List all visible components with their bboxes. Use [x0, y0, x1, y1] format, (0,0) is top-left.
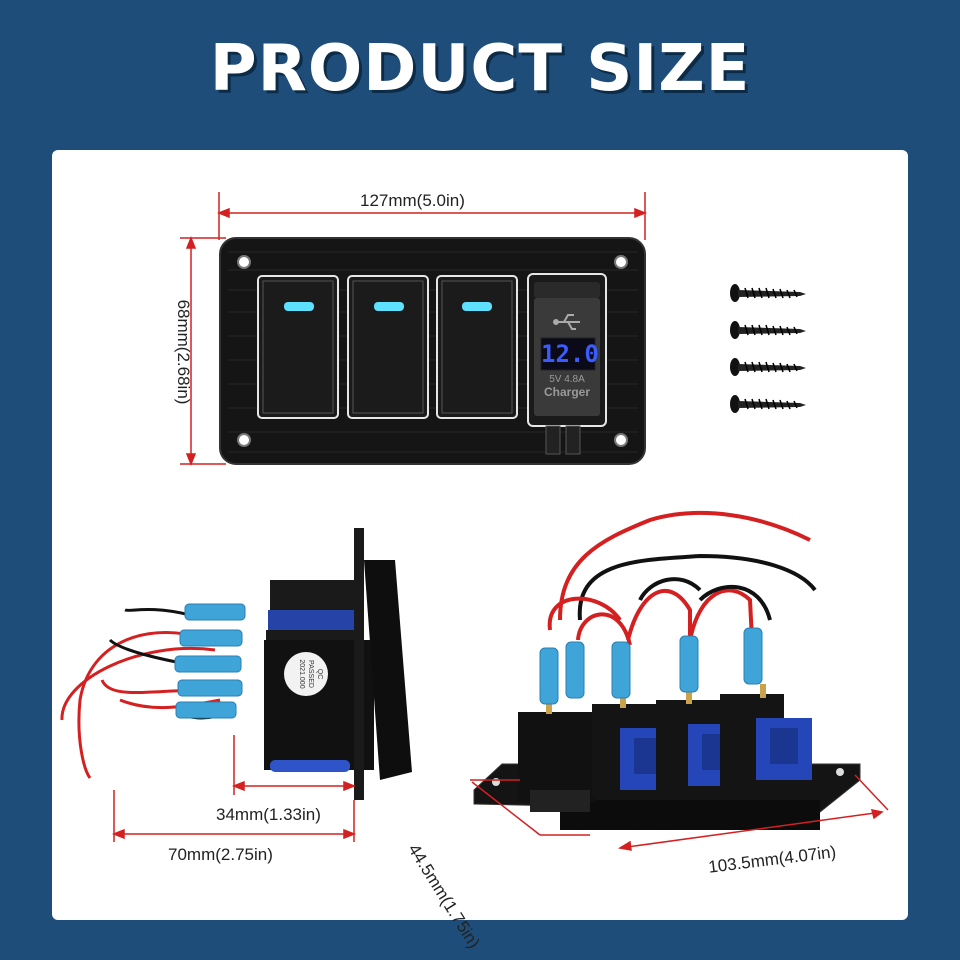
- usb-icon: [553, 314, 580, 330]
- side-panel-plate: [354, 528, 412, 800]
- screw-1: [730, 284, 806, 302]
- usb-charger-label: Charger: [543, 385, 590, 399]
- side-total-depth-label: 70mm(2.75in): [168, 845, 273, 864]
- rocker-switch-3[interactable]: [436, 275, 518, 419]
- switch-led: [374, 302, 404, 311]
- voltage-readout: 12.0: [541, 340, 599, 368]
- usb-rating-label: 5V 4.8A: [549, 374, 585, 385]
- panel-width-label: 127mm(5.0in): [360, 191, 465, 210]
- qc-sticker: [284, 652, 328, 696]
- side-total-dimension: [111, 790, 357, 842]
- usb-charger-module: [527, 273, 607, 455]
- rear-usb-module: [518, 712, 596, 802]
- base-width-dimension: [617, 774, 889, 851]
- screw-4: [730, 395, 806, 413]
- rear-wires: [547, 510, 817, 650]
- side-connectors: [174, 603, 246, 719]
- page-title: PRODUCT SIZE: [209, 32, 751, 106]
- rocker-switch-2[interactable]: [347, 275, 429, 419]
- base-depth-dimension: [470, 779, 590, 836]
- switch-led: [284, 302, 314, 311]
- side-short-dimension: [231, 735, 357, 795]
- side-short-depth-label: 34mm(1.33in): [216, 805, 321, 824]
- rocker-switch-1[interactable]: [257, 275, 339, 419]
- voltage-display: [540, 337, 596, 371]
- rear-switch-3: [720, 694, 812, 786]
- mounting-holes: [237, 255, 628, 447]
- panel-height-dimension: [180, 235, 226, 467]
- screw-2: [730, 321, 806, 339]
- panel-width-dimension: [216, 192, 648, 240]
- switch-led: [462, 302, 492, 311]
- rear-connectors: [539, 627, 763, 705]
- screw-3: [730, 358, 806, 376]
